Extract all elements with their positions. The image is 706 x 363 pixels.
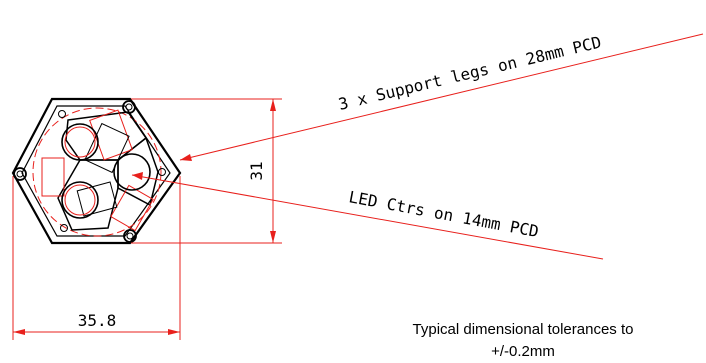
pcd-circle (32, 107, 162, 237)
led-centres-label: LED Ctrs on 14mm PCD (347, 187, 540, 241)
dimension-width (12, 176, 181, 340)
dimension-width-value: 35.8 (78, 311, 117, 330)
hexagon-outline (11, 97, 182, 245)
leader-lines (131, 33, 704, 260)
support-leg-holes (13, 100, 166, 243)
dimension-height-value: 31 (247, 161, 266, 180)
support-legs-label: 3 x Support legs on 28mm PCD (336, 32, 603, 113)
dimension-height (131, 98, 282, 244)
tolerance-note-line1: Typical dimensional tolerances to (413, 321, 634, 338)
tolerance-note-line2: +/-0.2mm (491, 343, 555, 360)
led-circles (61, 123, 151, 219)
